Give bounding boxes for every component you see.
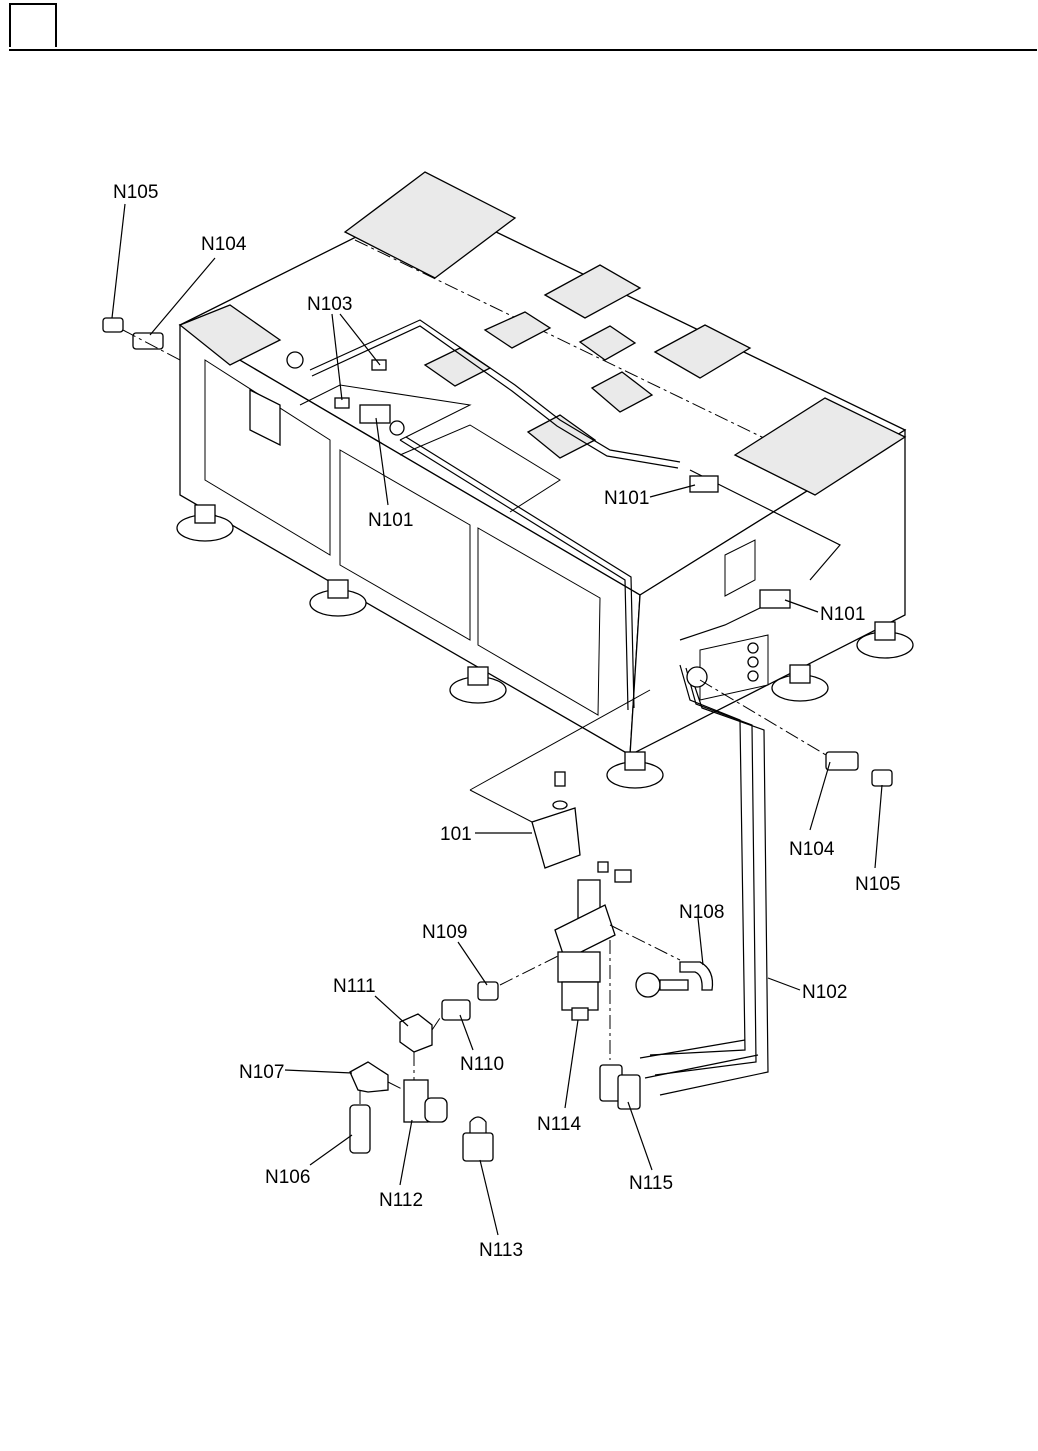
label-n106: N106 xyxy=(265,1167,310,1188)
label-n114: N114 xyxy=(537,1114,581,1135)
label-n104-top: N104 xyxy=(201,234,247,255)
part-n105-right xyxy=(872,770,892,786)
label-n102: N102 xyxy=(802,982,847,1003)
label-n105-top: N105 xyxy=(113,182,158,203)
label-n104-right: N104 xyxy=(789,839,835,860)
part-n111-block xyxy=(400,1014,432,1052)
part-n107-elbow xyxy=(350,1062,388,1092)
part-101-bracket xyxy=(532,772,631,882)
label-n110: N110 xyxy=(460,1054,504,1075)
label-101: 101 xyxy=(440,824,472,845)
part-n110 xyxy=(442,1000,470,1020)
part-n113-padlock xyxy=(463,1117,493,1161)
part-n104-right xyxy=(826,752,858,770)
label-n108: N108 xyxy=(679,902,724,923)
part-n112 xyxy=(404,1080,447,1122)
label-n101-mid: N101 xyxy=(604,488,649,509)
label-n111: N111 xyxy=(333,976,376,997)
label-n107: N107 xyxy=(239,1062,284,1083)
part-n104-top xyxy=(133,333,163,349)
machine-body xyxy=(177,172,913,1095)
label-n105-right: N105 xyxy=(855,874,900,895)
part-n109 xyxy=(478,982,498,1000)
part-n106 xyxy=(350,1105,370,1153)
label-n113: N113 xyxy=(479,1240,523,1261)
label-n109: N109 xyxy=(422,922,467,943)
label-n103: N103 xyxy=(307,294,352,315)
part-n105-top xyxy=(103,318,123,332)
foot xyxy=(607,752,663,788)
part-n114-filter xyxy=(555,880,615,1020)
gauge xyxy=(636,973,688,997)
label-n101-right: N101 xyxy=(820,604,865,625)
label-n115: N115 xyxy=(629,1173,673,1194)
label-n112: N112 xyxy=(379,1190,423,1211)
label-n101-left: N101 xyxy=(368,510,413,531)
